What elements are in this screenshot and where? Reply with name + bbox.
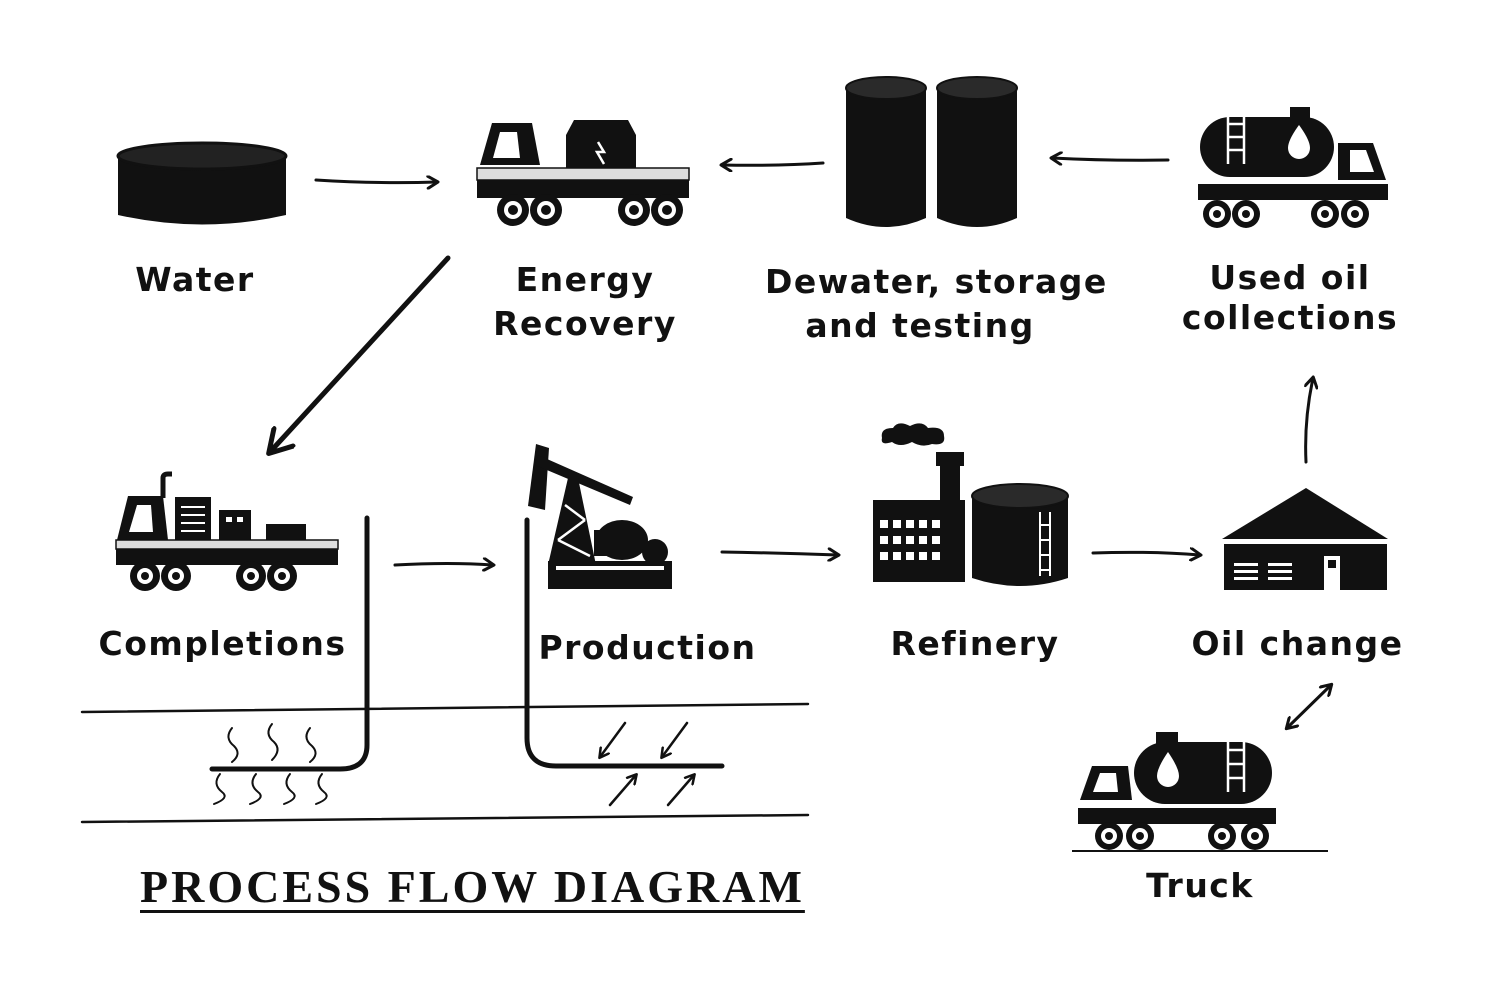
node-label-refinery: Refinery bbox=[880, 622, 1070, 666]
arrow-production-to-refinery bbox=[720, 552, 838, 555]
label-production: Production bbox=[538, 628, 757, 667]
label-energy-recovery-line1: Energy bbox=[515, 260, 655, 299]
ground-line-upper bbox=[80, 702, 810, 714]
label-dewater-line1: Dewater, storage bbox=[765, 262, 1108, 301]
arrow-oilchange-to-usedoil bbox=[1306, 378, 1313, 464]
production-wellbore bbox=[524, 517, 725, 769]
node-label-completions: Completions bbox=[95, 622, 350, 666]
garage-icon bbox=[1222, 488, 1388, 590]
arrow-dewater-to-energy bbox=[722, 163, 825, 165]
arrow-usedoil-to-dewater bbox=[1052, 158, 1170, 160]
label-completions: Completions bbox=[98, 624, 347, 663]
diagram-title: PROCESS FLOW DIAGRAM bbox=[140, 861, 805, 912]
completion-wellbore bbox=[209, 515, 370, 772]
completion-rig-truck-icon bbox=[115, 471, 339, 591]
node-label-used-oil: Used oil collections bbox=[1175, 258, 1405, 338]
node-label-dewater: Dewater, storage and testing bbox=[765, 260, 1108, 348]
label-oil-change: Oil change bbox=[1191, 624, 1404, 663]
ground-line-lower bbox=[80, 813, 810, 824]
flatbed-truck-generator-icon bbox=[476, 120, 690, 226]
node-label-truck: Truck bbox=[1130, 864, 1270, 908]
fracture-lines bbox=[213, 723, 328, 805]
arrow-refinery-to-oilchange bbox=[1091, 552, 1200, 555]
refinery-icon bbox=[873, 423, 1069, 586]
label-refinery: Refinery bbox=[890, 624, 1060, 663]
label-used-oil-line1: Used oil bbox=[1209, 258, 1371, 297]
label-dewater-line2: and testing bbox=[805, 306, 1035, 345]
label-energy-recovery-line2: Recovery bbox=[493, 304, 677, 343]
label-used-oil-line2: collections bbox=[1181, 298, 1399, 337]
arrow-energy-to-completions bbox=[270, 255, 451, 452]
well-cross-section bbox=[80, 515, 810, 824]
flow-arrows bbox=[600, 721, 694, 807]
tanker-truck-icon bbox=[1198, 107, 1388, 228]
arrow-water-to-energy bbox=[314, 180, 437, 183]
arrow-completions-to-production bbox=[393, 564, 493, 566]
tanker-truck-icon bbox=[1072, 732, 1328, 852]
water-tank-icon bbox=[116, 141, 288, 225]
storage-tanks-icon bbox=[845, 76, 1018, 227]
pumpjack-icon bbox=[528, 444, 672, 589]
node-label-oil-change: Oil change bbox=[1180, 622, 1415, 666]
node-label-production: Production bbox=[535, 626, 760, 670]
arrow-truck-oilchange-bidirectional bbox=[1287, 685, 1331, 728]
node-label-energy-recovery: Energy Recovery bbox=[470, 258, 700, 346]
label-water: Water bbox=[135, 260, 255, 299]
label-truck: Truck bbox=[1146, 866, 1254, 905]
node-label-water: Water bbox=[120, 258, 270, 302]
